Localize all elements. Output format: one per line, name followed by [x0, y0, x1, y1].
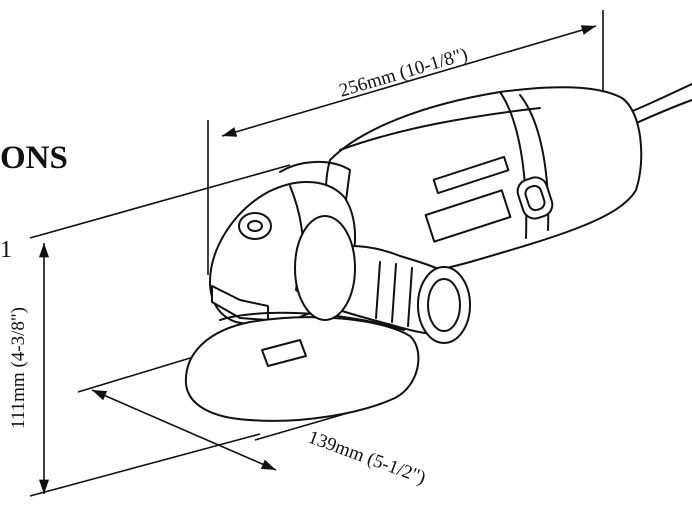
side-handle-end-inner	[427, 278, 461, 332]
gear-head-top-ridge	[279, 160, 351, 201]
margin-text-fragment: 1	[0, 237, 12, 263]
power-cord	[629, 83, 692, 125]
flange-nut	[261, 339, 307, 367]
spindle-lock-inner	[247, 220, 263, 232]
angle-grinder-illustration	[184, 83, 692, 422]
wheel-guard	[184, 316, 420, 422]
housing-label-plate	[424, 189, 512, 243]
wheel-guard-rim	[219, 311, 405, 331]
length-dimension-arrow	[221, 25, 597, 137]
height-extension-top	[29, 164, 291, 239]
height-extension-bottom	[29, 433, 261, 497]
width-label: 139mm (5-1/2")	[305, 427, 428, 489]
housing-label-plate-2	[432, 155, 510, 195]
width-extension-left	[77, 351, 211, 393]
length-label: 256mm (10-1/8")	[337, 44, 470, 102]
slide-switch	[516, 176, 554, 220]
handle-grip-lines	[375, 261, 413, 327]
length-dimension	[207, 10, 604, 275]
section-heading-fragment: ONS	[0, 140, 68, 176]
height-label: 111mm (4-3/8")	[8, 307, 29, 429]
width-dimension-arrow	[91, 389, 277, 471]
housing-top-edge	[339, 107, 541, 151]
side-handle-guard	[294, 215, 356, 321]
